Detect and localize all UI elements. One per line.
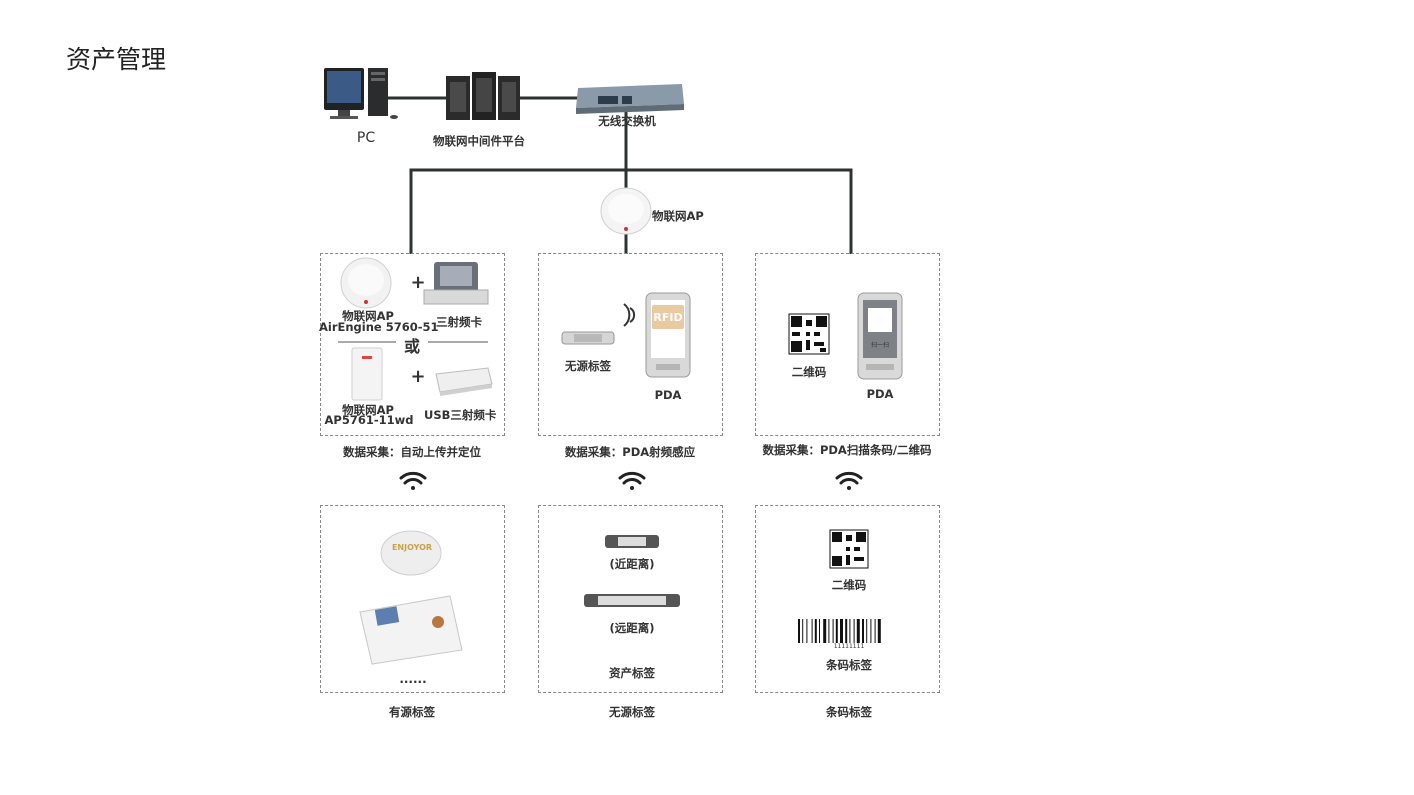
active-tag-caption: 有源标签 [389,705,435,719]
ap1-name: 物联网AP [342,309,394,323]
wifi-icon [618,471,646,490]
pc-label: PC [356,130,376,146]
or-label: 或 [403,337,420,356]
qr-label: 二维码 [791,365,827,379]
rfid-signal-icon [623,303,636,327]
mid-caption: 数据采集：PDA射频感应 [564,445,696,459]
panel-mid [538,253,723,436]
center-ap-label: 物联网AP [652,209,704,223]
connection-lines [386,96,853,254]
bottom-left-box [320,505,505,693]
bottom-right-box [755,505,940,693]
near-label: (近距离) [609,557,655,571]
near-tag-icon [605,535,659,548]
middleware-label: 物联网中间件平台 [433,134,525,148]
server-icon [446,72,520,120]
switch-label: 无线交换机 [598,114,656,128]
plus-sign-top: + [410,272,426,293]
center-ap-icon [600,187,652,235]
wifi-icon [835,471,863,490]
passive-tag-icon [561,331,615,345]
barcode-caption: 条码标签 [826,705,872,719]
ap2-name: 物联网AP [342,403,394,417]
pda-label-mid: PDA [654,388,682,402]
right-caption: 数据采集：PDA扫描条码/二维码 [762,443,932,457]
ap-airengine-icon [340,257,392,309]
panel-right [755,253,940,436]
plus-sign-bottom: + [410,366,426,387]
usb-radio-card-icon [435,367,493,396]
more-dots: ...... [399,672,427,686]
pda-scanner-icon [857,292,903,380]
far-label: (远距离) [609,621,655,635]
pda-label-right: PDA [866,387,894,401]
active-tag-card-icon [359,595,463,665]
qr-code-icon [788,313,830,355]
ap-panel-icon [351,347,383,401]
brand-label: ENJOYOR [391,543,433,552]
pc-icon [324,68,398,119]
barcode-icon [798,619,881,643]
panel-left [320,253,505,436]
radio-card-icon [423,262,489,305]
page-title: 资产管理 [66,45,167,74]
qr-code-label: 二维码 [831,578,867,592]
card2-label: USB三射频卡 [424,408,497,422]
barcode-label: 条码标签 [826,658,872,672]
ap2-model: AP5761-11wd [324,413,414,427]
switch-icon [576,84,684,114]
ap1-model: AirEngine 5760-51 [319,320,439,334]
scan-screen-label: 扫一扫 [870,342,889,349]
barcode-number: 11111111 [833,643,865,650]
passive-tag-label: 无源标签 [565,359,611,373]
pda-rfid-icon [645,292,691,378]
qr-code-icon [829,529,869,569]
rfid-screen-label: RFID [653,311,683,324]
passive-tag-caption: 无源标签 [609,705,655,719]
wifi-icon [399,471,427,490]
card1-label: 三射频卡 [436,315,482,329]
bottom-mid-box [538,505,723,693]
left-caption: 数据采集：自动上传并定位 [343,445,481,459]
active-tag-disc-icon [380,530,442,576]
distribution-bus [409,168,853,254]
far-tag-icon [584,594,680,607]
asset-tag-label: 资产标签 [609,666,655,680]
